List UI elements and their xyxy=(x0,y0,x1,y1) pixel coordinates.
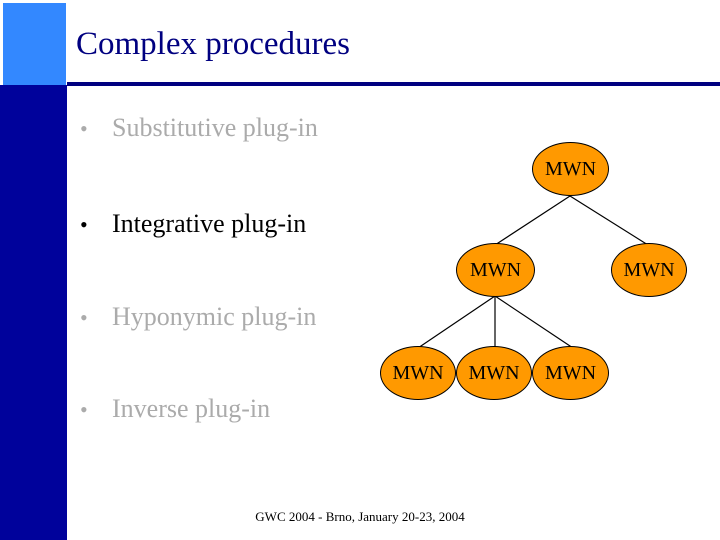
tree-edge-c1-g1 xyxy=(417,295,496,349)
tree-node-label: MWN xyxy=(544,362,597,384)
tree-node-label: MWN xyxy=(468,362,520,384)
slide-footer: GWC 2004 - Brno, January 20-23, 2004 xyxy=(255,509,465,524)
tree-node-label: MWN xyxy=(469,259,522,281)
bullet-item-label: Substitutive plug-in xyxy=(112,113,318,142)
mwn-tree-diagram: MWN MWN MWN MWN MWN MWN xyxy=(370,135,710,415)
bullet-item-integrative: • Integrative plug-in xyxy=(80,211,306,237)
sidebar-accent-bar xyxy=(0,85,67,540)
page-title: Complex procedures xyxy=(76,26,351,62)
bullet-item-label: Integrative plug-in xyxy=(112,209,307,238)
tree-edge-root-c2 xyxy=(569,195,649,246)
bullet-marker-icon: • xyxy=(80,305,88,330)
bullet-item-label: Hyponymic plug-in xyxy=(112,302,317,331)
tree-node-root[interactable]: MWN xyxy=(532,142,609,196)
bullet-item-inverse: • Inverse plug-in xyxy=(80,396,270,422)
bullet-marker-icon: • xyxy=(80,397,88,422)
tree-node-label: MWN xyxy=(392,362,444,384)
tree-node-child-1[interactable]: MWN xyxy=(456,243,535,297)
bullet-item-hyponymic: • Hyponymic plug-in xyxy=(80,304,316,330)
tree-node-grandchild-2[interactable]: MWN xyxy=(456,346,532,400)
bullet-marker-icon: • xyxy=(80,212,88,237)
tree-edge-lines xyxy=(417,195,649,349)
title-divider xyxy=(67,82,720,86)
bullet-item-substitutive: • Substitutive plug-in xyxy=(80,115,318,141)
tree-node-grandchild-3[interactable]: MWN xyxy=(532,346,609,400)
tree-edge-c1-g3 xyxy=(494,295,574,349)
tree-edge-root-c1 xyxy=(494,195,571,246)
tree-node-label: MWN xyxy=(544,158,597,180)
tree-node-label: MWN xyxy=(623,259,675,281)
tree-node-grandchild-1[interactable]: MWN xyxy=(380,346,456,400)
bullet-item-label: Inverse plug-in xyxy=(112,394,271,423)
sidebar-accent-square xyxy=(3,3,66,85)
bullet-marker-icon: • xyxy=(80,116,88,141)
tree-node-child-2[interactable]: MWN xyxy=(611,243,687,297)
